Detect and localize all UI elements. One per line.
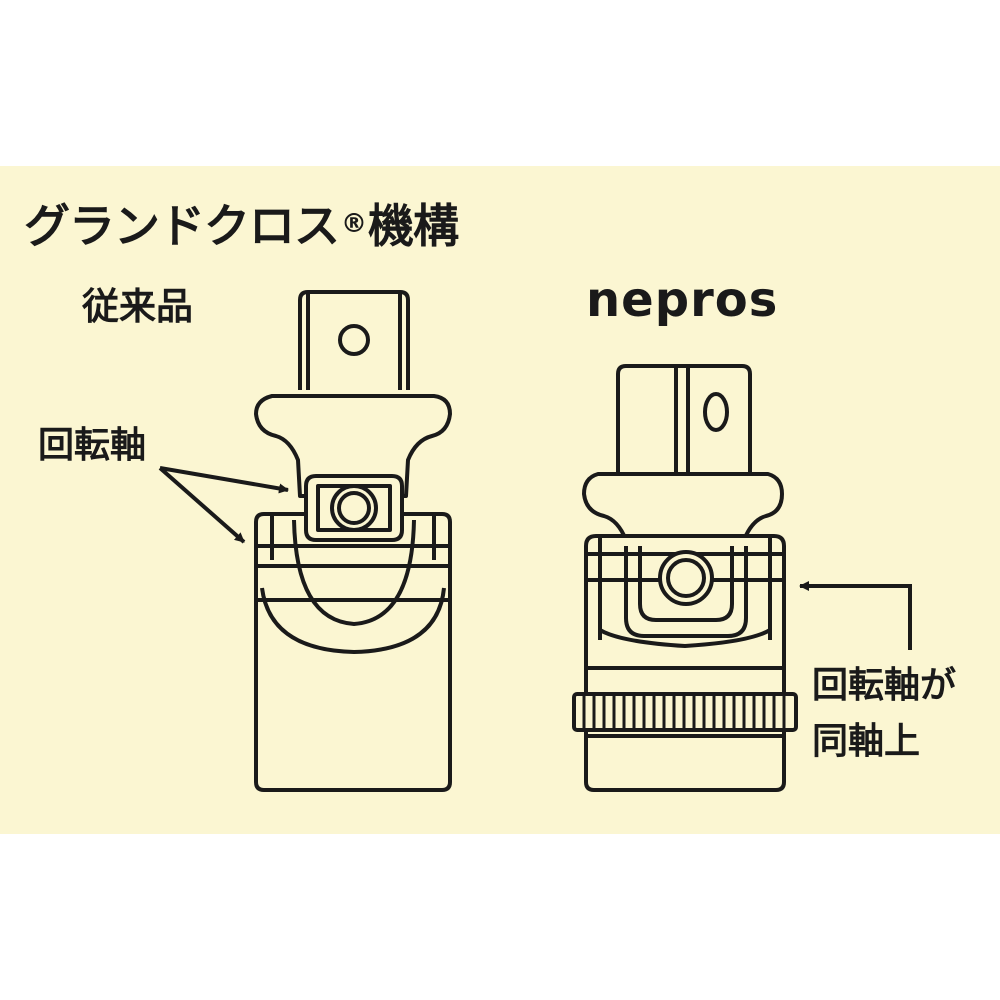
nepros-logo: nepros [586, 272, 779, 328]
left-pin-inner [337, 491, 371, 525]
title-suffix: 機構 [368, 199, 459, 253]
right-callout-line-2: 同軸上 [812, 721, 921, 762]
right-square-drive [616, 364, 752, 478]
left-callout-arrows [158, 466, 289, 544]
diagram-title: グランドクロス®機構 [24, 190, 459, 256]
title-text: グランドクロス [24, 199, 340, 253]
left-upper-yoke [254, 394, 452, 498]
registered-mark: ® [341, 209, 367, 239]
left-square-drive [298, 290, 410, 390]
nepros-joint [572, 364, 798, 792]
diagram-panel [0, 166, 1000, 834]
conventional-joint [254, 290, 452, 792]
right-center-pin [658, 550, 714, 606]
left-arrow-upper [159, 466, 289, 494]
left-arrow-lower [158, 466, 246, 544]
left-rotation-axis-label: 回転軸 [38, 425, 147, 466]
right-callout-arrow [799, 581, 912, 650]
right-callout-line-1: 回転軸が [812, 665, 957, 706]
left-socket-body [254, 512, 452, 792]
right-knurled-ring [572, 692, 798, 732]
conventional-label: 従来品 [82, 285, 193, 328]
left-center-block [304, 474, 404, 542]
